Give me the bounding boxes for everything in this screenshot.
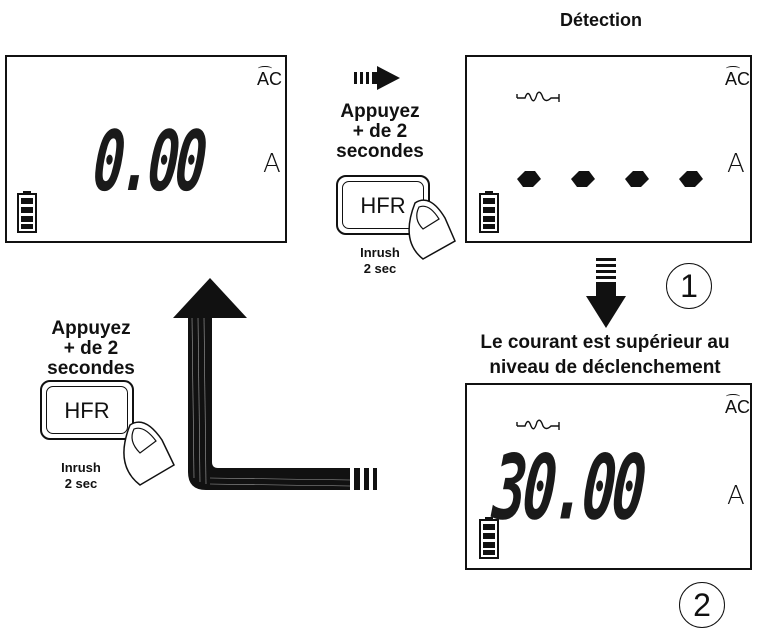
ac-mode-indicator: AC <box>725 66 751 89</box>
press-instruction-top: Appuyez + de 2 secondes <box>336 101 424 162</box>
hfr-button-left[interactable]: HFR <box>40 380 134 440</box>
lcd-reading: 0.00 <box>90 115 207 211</box>
waveform-icon <box>516 91 560 102</box>
unit-label: A <box>727 149 745 179</box>
lcd-reading: 30.00 <box>489 437 646 541</box>
inrush-label-top: Inrush 2 sec <box>360 245 400 276</box>
battery-icon <box>479 517 499 559</box>
step-number-1: 1 <box>666 263 712 309</box>
finger-icon <box>408 199 456 260</box>
ac-mode-indicator: AC <box>725 394 751 417</box>
current-above-threshold-caption: Le courant est supérieur au niveau de dé… <box>480 332 730 378</box>
inrush-label-left: Inrush 2 sec <box>61 460 101 491</box>
battery-icon <box>479 191 499 233</box>
step-number-2: 2 <box>679 582 725 628</box>
ac-mode-indicator: AC <box>257 66 283 89</box>
hfr-button-label: HFR <box>360 193 406 218</box>
unit-label: A <box>727 481 745 511</box>
lcd-display-triggered: AC 30.00 A <box>465 383 752 570</box>
detection-dashes <box>517 171 703 187</box>
unit-label: A <box>263 149 281 179</box>
hfr-button-label: HFR <box>64 398 110 423</box>
arrow-down-icon <box>586 258 626 328</box>
waveform-icon <box>516 419 560 430</box>
lcd-display-initial: AC 0.00 A <box>5 55 287 243</box>
arrow-up-icon <box>173 278 377 490</box>
finger-icon <box>123 421 175 486</box>
detection-title: Détection <box>560 10 643 30</box>
press-instruction-left: Appuyez + de 2 secondes <box>47 318 135 379</box>
battery-icon <box>17 191 37 233</box>
lcd-display-detection: AC A <box>465 55 752 243</box>
arrow-right-icon <box>354 66 400 90</box>
